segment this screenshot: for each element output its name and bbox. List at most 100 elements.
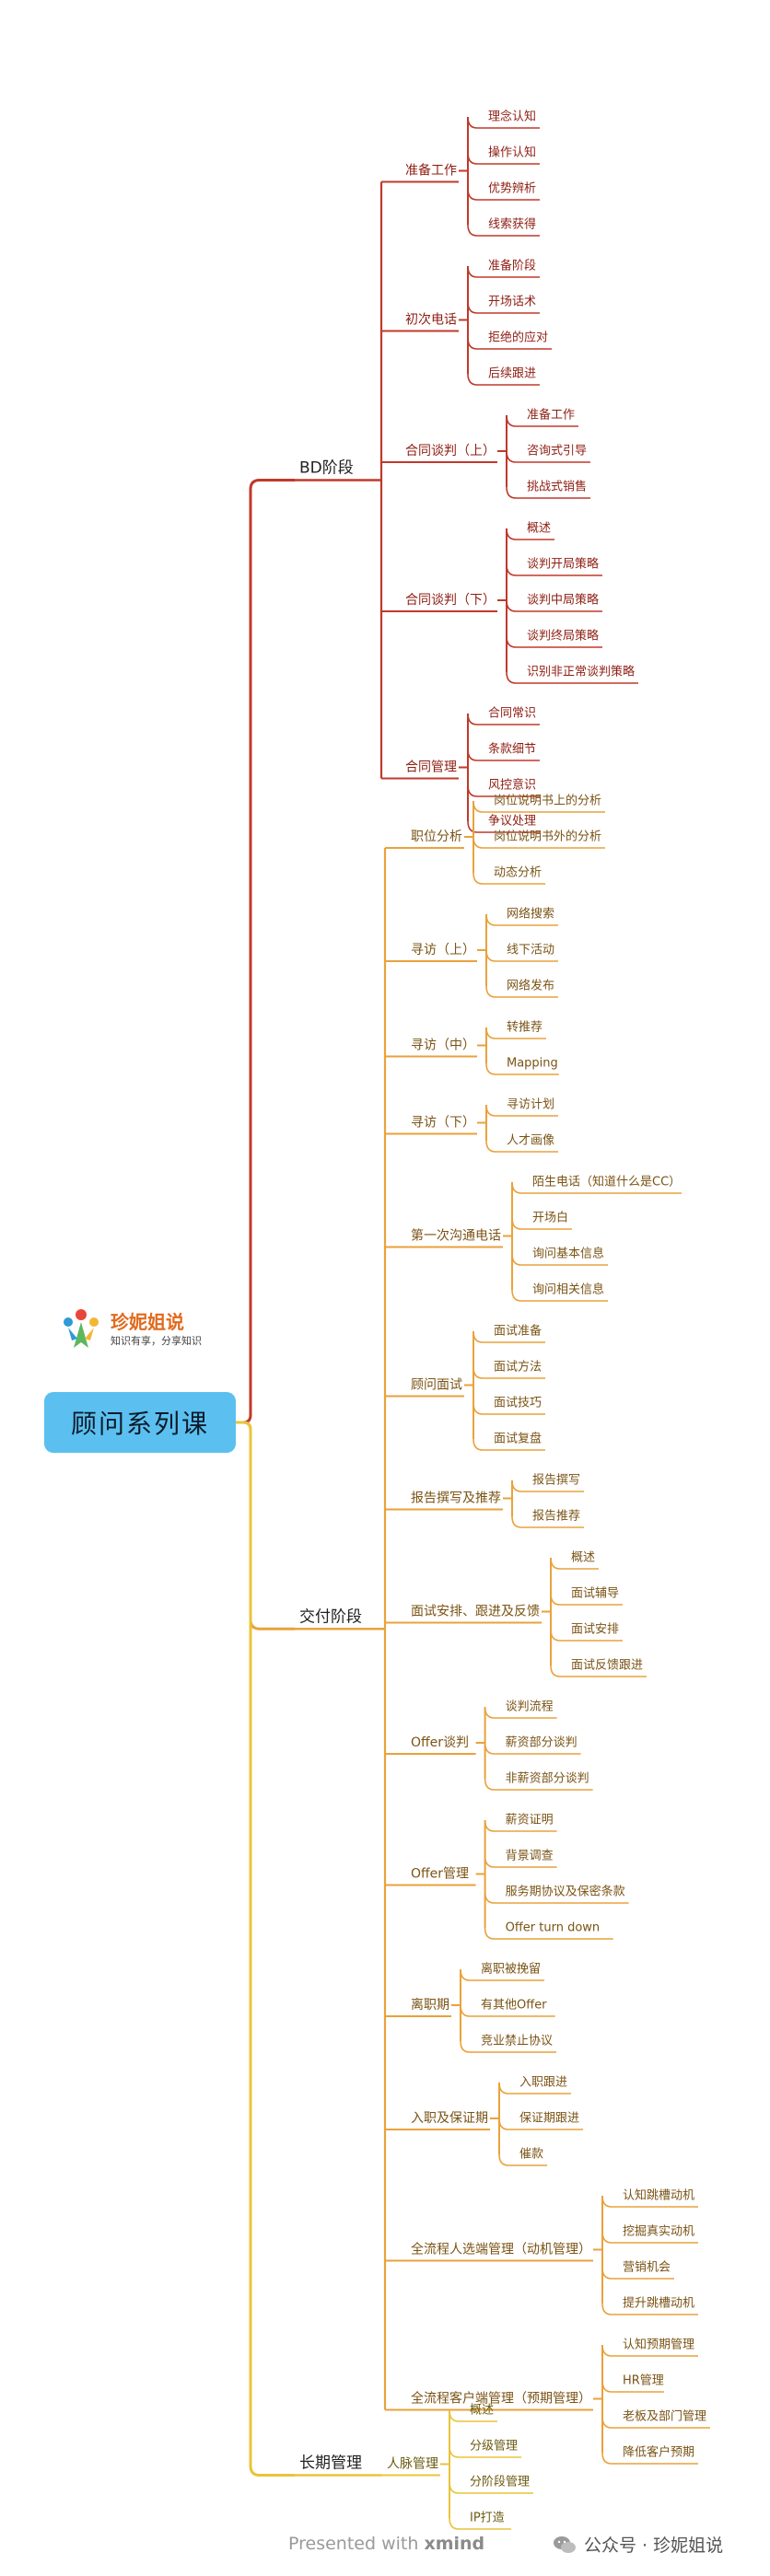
leaf-topic[interactable]: 谈判终局策略 [527, 629, 599, 644]
subtopic[interactable]: 寻访（上） [411, 943, 475, 957]
subtopic[interactable]: 寻访（下） [411, 1116, 475, 1131]
leaf-topic[interactable]: 拒绝的应对 [488, 331, 548, 345]
leaf-underline [449, 2445, 521, 2458]
leaf-topic[interactable]: 岗位说明书外的分析 [494, 830, 601, 844]
leaf-topic[interactable]: 保证期跟进 [519, 2112, 579, 2126]
leaf-topic[interactable]: 网络搜索 [507, 907, 554, 922]
leaf-topic[interactable]: 老板及部门管理 [623, 2410, 706, 2424]
subtopic[interactable]: 准备工作 [405, 163, 457, 179]
leaf-topic[interactable]: Offer turn down [506, 1921, 601, 1935]
subtopic[interactable]: 人脉管理 [387, 2457, 438, 2472]
leaf-topic[interactable]: Mapping [507, 1057, 558, 1071]
leaf-topic[interactable]: 线下活动 [507, 944, 554, 957]
leaf-topic[interactable]: 风控意识 [488, 778, 536, 793]
leaf-topic[interactable]: 谈判开局策略 [527, 557, 599, 572]
leaf-underline [484, 1706, 557, 1719]
leaf-topic[interactable]: 面试准备 [494, 1324, 542, 1339]
leaf-underline [460, 1968, 544, 1981]
leaf-topic[interactable]: 准备工作 [527, 408, 575, 423]
leaf-topic[interactable]: 识别非正常谈判策略 [527, 665, 635, 679]
leaf-topic[interactable]: 有其他Offer [481, 1999, 547, 2013]
leaf-underline [511, 1181, 682, 1194]
subtopic[interactable]: 初次电话 [405, 312, 457, 328]
leaf-topic[interactable]: 离职被挽留 [481, 1962, 541, 1977]
leaf-topic[interactable]: 分级管理 [470, 2440, 518, 2454]
leaf-topic[interactable]: 薪资证明 [506, 1814, 554, 1828]
leaf-topic[interactable]: 合同常识 [488, 707, 536, 721]
leaf-topic[interactable]: HR管理 [623, 2374, 664, 2388]
branch-topic[interactable]: 交付阶段 [299, 1607, 362, 1626]
leaf-topic[interactable]: 认知跳槽动机 [623, 2188, 694, 2203]
subtopic[interactable]: Offer谈判 [411, 1735, 469, 1750]
subtopic[interactable]: 第一次沟通电话 [411, 1228, 501, 1244]
leaf-topic[interactable]: 背景调查 [506, 1850, 554, 1863]
leaf-topic[interactable]: 概述 [527, 522, 551, 536]
leaf-topic[interactable]: 谈判中局策略 [527, 593, 599, 608]
leaf-topic[interactable]: 优势辨析 [488, 181, 536, 196]
leaf-topic[interactable]: 准备阶段 [488, 259, 536, 273]
leaf-topic[interactable]: 分阶段管理 [470, 2476, 530, 2489]
leaf-topic[interactable]: 询问基本信息 [532, 1247, 604, 1261]
leaf-topic[interactable]: 挑战式销售 [527, 480, 587, 494]
subtopic[interactable]: 寻访（中） [411, 1039, 475, 1053]
leaf-topic[interactable]: 面试技巧 [494, 1397, 542, 1410]
subtopic[interactable]: 全流程客户端管理（预期管理） [411, 2391, 591, 2407]
leaf-topic[interactable]: 入职跟进 [519, 2076, 567, 2090]
leaf-topic[interactable]: 开场白 [532, 1211, 568, 1225]
leaf-topic[interactable]: 操作认知 [488, 145, 536, 160]
subtopic[interactable]: 职位分析 [411, 830, 462, 844]
leaf-topic[interactable]: 陌生电话（知道什么是CC） [532, 1175, 681, 1189]
leaf-topic[interactable]: 认知预期管理 [623, 2338, 694, 2352]
subtopic[interactable]: Offer管理 [411, 1867, 469, 1882]
subtopic[interactable]: 顾问面试 [411, 1378, 462, 1393]
leaf-topic[interactable]: 后续跟进 [488, 367, 536, 381]
leaf-topic[interactable]: 线索获得 [488, 217, 536, 232]
leaf-underline [449, 2481, 533, 2494]
leaf-topic[interactable]: 网络发布 [507, 979, 554, 993]
subtopic[interactable]: 离职期 [411, 1997, 449, 2013]
subtopic[interactable]: 入职及保证期 [411, 2111, 488, 2126]
subtopic[interactable]: 合同谈判（上） [405, 444, 496, 458]
leaf-topic[interactable]: 营销机会 [623, 2261, 671, 2275]
leaf-topic[interactable]: 面试安排 [571, 1623, 619, 1637]
root-topic[interactable]: 顾问系列课 [44, 1392, 236, 1453]
leaf-topic[interactable]: 报告推荐 [532, 1510, 580, 1524]
leaf-topic[interactable]: 争议处理 [488, 815, 536, 829]
leaf-topic[interactable]: 寻访计划 [507, 1098, 554, 1112]
leaf-topic[interactable]: IP打造 [470, 2512, 505, 2525]
leaf-topic[interactable]: 转推荐 [507, 1021, 542, 1035]
leaf-underline [472, 1438, 545, 1451]
leaf-topic[interactable]: 概述 [571, 1551, 595, 1565]
leaf-topic[interactable]: 理念认知 [488, 110, 536, 124]
leaf-underline [472, 1366, 545, 1379]
leaf-topic[interactable]: 概述 [470, 2404, 494, 2418]
leaf-topic[interactable]: 薪资部分谈判 [506, 1736, 578, 1750]
leaf-topic[interactable]: 谈判流程 [506, 1700, 554, 1714]
leaf-topic[interactable]: 面试辅导 [571, 1587, 619, 1601]
branch-topic[interactable]: BD阶段 [299, 459, 354, 478]
subtopic[interactable]: 全流程人选端管理（动机管理） [411, 2242, 591, 2257]
leaf-topic[interactable]: 非薪资部分谈判 [506, 1772, 589, 1786]
leaf-topic[interactable]: 开场话术 [488, 296, 536, 309]
leaf-topic[interactable]: 挖掘真实动机 [623, 2225, 694, 2239]
leaf-topic[interactable]: 提升跳槽动机 [623, 2296, 694, 2311]
leaf-topic[interactable]: 降低客户预期 [623, 2445, 694, 2460]
leaf-topic[interactable]: 面试复盘 [494, 1432, 542, 1446]
leaf-topic[interactable]: 人才画像 [507, 1134, 554, 1148]
leaf-topic[interactable]: 动态分析 [494, 866, 542, 880]
subtopic[interactable]: 合同管理 [405, 760, 457, 775]
leaf-topic[interactable]: 咨询式引导 [527, 445, 587, 458]
subtopic[interactable]: 面试安排、跟进及反馈 [411, 1605, 540, 1619]
subtopic[interactable]: 报告撰写及推荐 [411, 1491, 501, 1506]
leaf-topic[interactable]: 条款细节 [488, 742, 536, 757]
subtopic[interactable]: 合同谈判（下） [405, 593, 496, 608]
leaf-topic[interactable]: 竞业禁止协议 [481, 2034, 553, 2048]
branch-topic[interactable]: 长期管理 [299, 2454, 362, 2473]
leaf-topic[interactable]: 面试方法 [494, 1360, 542, 1375]
leaf-topic[interactable]: 报告撰写 [532, 1474, 580, 1488]
leaf-topic[interactable]: 服务期协议及保密条款 [506, 1885, 625, 1899]
leaf-topic[interactable]: 岗位说明书上的分析 [494, 794, 601, 808]
leaf-topic[interactable]: 询问相关信息 [532, 1282, 604, 1297]
leaf-topic[interactable]: 催款 [519, 2148, 543, 2162]
leaf-topic[interactable]: 面试反馈跟进 [571, 1659, 643, 1673]
